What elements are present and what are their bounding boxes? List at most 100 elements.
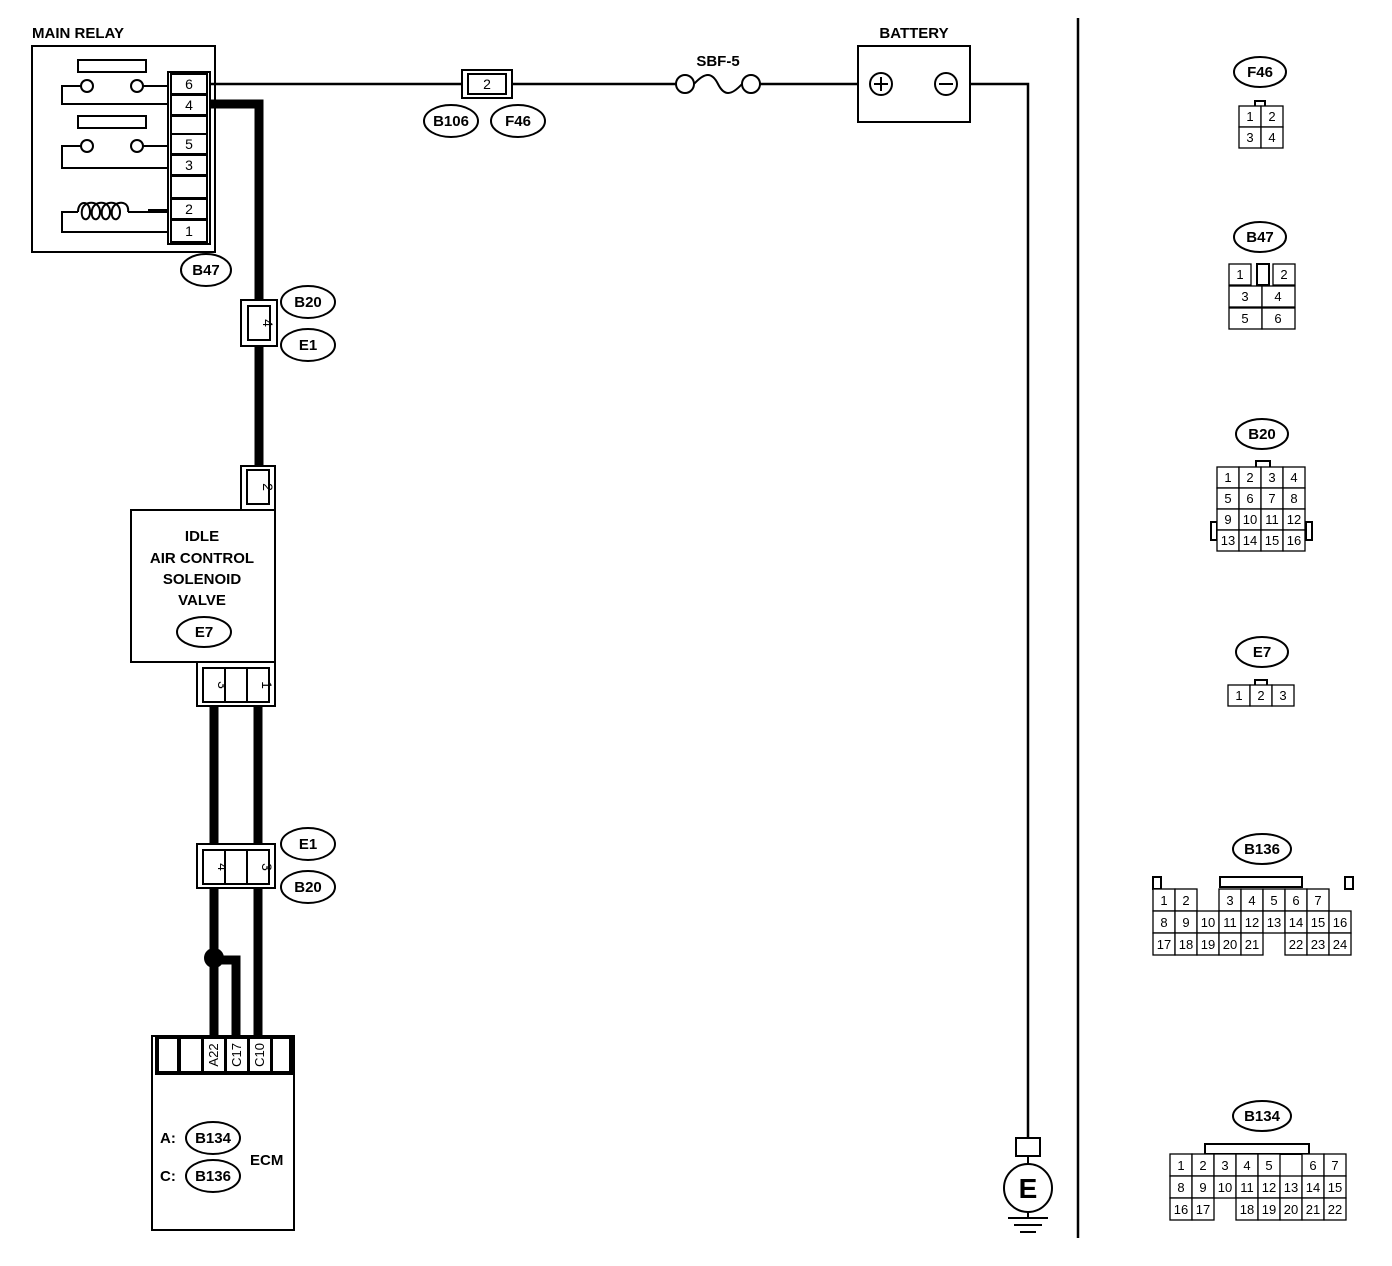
ecm-connector-a-prefix: A: xyxy=(160,1130,176,1147)
legend-pin-label: 3 xyxy=(1221,1158,1228,1173)
legend-pin-label: 16 xyxy=(1287,533,1301,548)
relay-pin xyxy=(170,115,208,135)
battery-minus-icon xyxy=(934,72,958,96)
legend-pin xyxy=(1261,307,1296,330)
legend-tag xyxy=(1232,833,1292,865)
legend-lock-tab xyxy=(1256,263,1270,286)
wire-battery-to-ground xyxy=(970,82,1030,1138)
legend-tag xyxy=(1233,56,1287,88)
main-relay-title: MAIN RELAY xyxy=(32,25,124,42)
ground-e: E xyxy=(1003,1137,1053,1233)
fuse-terminal xyxy=(675,74,695,94)
connector-tag-b20 xyxy=(280,285,336,319)
ecm-pin-label: A22 xyxy=(206,1043,221,1066)
inline-connector-pin-label: 3 xyxy=(259,863,275,871)
legend-pin-label: 18 xyxy=(1240,1202,1254,1217)
main-relay: MAIN RELAY 6 4 5 3 2 1 B47 xyxy=(31,25,232,287)
legend-b47: B47 1 2 3 4 5 6 xyxy=(1228,221,1296,330)
legend-pin-label: 19 xyxy=(1262,1202,1276,1217)
relay-pin-label: 4 xyxy=(185,97,193,113)
relay-pin xyxy=(170,175,208,199)
relay-pin-label: 5 xyxy=(185,136,193,152)
legend-side-latch xyxy=(1305,521,1313,541)
legend-pin-label: 4 xyxy=(1274,289,1281,304)
ground-label: E xyxy=(1019,1173,1038,1204)
legend-pin-label: 13 xyxy=(1267,915,1281,930)
iacv-top-pin xyxy=(246,469,270,505)
iacv-bottom-pin xyxy=(224,667,248,703)
legend-pin-label: 14 xyxy=(1306,1180,1320,1195)
iacv-title-line: VALVE xyxy=(178,592,226,609)
legend-pin-grid: 1 2 3 4 5 6 xyxy=(1228,263,1296,330)
fuse-terminal xyxy=(741,74,761,94)
legend-pin-label: 10 xyxy=(1201,915,1215,930)
legend-pin-label: 13 xyxy=(1221,533,1235,548)
legend-tag-label: B47 xyxy=(1246,229,1274,246)
legend-pin-label: 4 xyxy=(1268,130,1275,145)
legend-pin-label: 8 xyxy=(1177,1180,1184,1195)
connector-tag-b134 xyxy=(185,1121,241,1155)
connector-tag-e1 xyxy=(280,827,336,861)
iacv-bottom-pin-label: 1 xyxy=(259,681,275,689)
ground-terminal xyxy=(1015,1137,1041,1157)
legend-lock-tab xyxy=(1204,1143,1310,1155)
battery-title: BATTERY xyxy=(879,25,948,42)
inline-connector-pin-label: 4 xyxy=(260,319,276,327)
fuse-sbf5: SBF-5 xyxy=(675,53,761,94)
relay-contact-bar xyxy=(77,59,147,73)
relay-contact-bar xyxy=(77,115,147,129)
legend-pin-label: 5 xyxy=(1265,1158,1272,1173)
legend-pin-label: 1 xyxy=(1177,1158,1184,1173)
iacv-title-line: SOLENOID xyxy=(163,571,242,588)
legend-pin-label: 19 xyxy=(1201,937,1215,952)
legend-side-latch xyxy=(1152,876,1162,890)
harness-relay-to-b20 xyxy=(210,99,264,302)
legend-pin-label: 11 xyxy=(1240,1180,1254,1195)
legend-pin-label: 9 xyxy=(1182,915,1189,930)
inline-connector-pin-label: 4 xyxy=(215,863,231,871)
legend-tag-label: B20 xyxy=(1248,426,1276,443)
relay-coil-icon xyxy=(77,201,170,221)
connector-tag-label: B20 xyxy=(294,294,322,311)
connector-tag-b20 xyxy=(280,870,336,904)
inline-connector-pin xyxy=(246,849,270,885)
ecm-pin xyxy=(179,1037,203,1073)
ecm-pin xyxy=(157,1037,179,1073)
legend-tag xyxy=(1235,418,1289,450)
legend-pin-label: 3 xyxy=(1268,470,1275,485)
inline-connector-b20-upper: 4 B20 E1 xyxy=(240,285,336,362)
legend-pin-label: 3 xyxy=(1246,130,1253,145)
legend-pin-label: 12 xyxy=(1245,915,1259,930)
legend-pin-label: 5 xyxy=(1241,311,1248,326)
connector-tag-label: B20 xyxy=(294,879,322,896)
legend-side-latch xyxy=(1210,521,1218,541)
legend-pin-label: 4 xyxy=(1248,893,1255,908)
legend-tag xyxy=(1235,636,1289,668)
legend-pin-label: 1 xyxy=(1160,893,1167,908)
iacv-bottom-pin-label: 3 xyxy=(215,681,231,689)
legend-pin-label: 1 xyxy=(1224,470,1231,485)
ecm-connector-c-prefix: C: xyxy=(160,1168,176,1185)
legend-pin xyxy=(1260,126,1284,149)
legend-pin-label: 10 xyxy=(1218,1180,1232,1195)
ecm-pin-label: C17 xyxy=(229,1043,244,1067)
legend-pin xyxy=(1282,529,1306,552)
iacv-top-pin-label: 2 xyxy=(260,483,276,491)
connector-tag-label: B134 xyxy=(195,1130,232,1147)
connector-tag-label: B47 xyxy=(192,262,220,279)
legend-pin-label: 15 xyxy=(1328,1180,1342,1195)
legend-pin xyxy=(1261,285,1296,308)
relay-pin-label: 6 xyxy=(185,76,193,92)
idle-air-control-solenoid-valve: 2 IDLE AIR CONTROL SOLENOID VALVE E7 3 1 xyxy=(130,465,276,707)
legend-pin xyxy=(1323,1197,1347,1221)
ecm-pin-label: C10 xyxy=(252,1043,267,1067)
legend-tag xyxy=(1233,221,1287,253)
legend-pin-label: 11 xyxy=(1223,915,1237,930)
legend-pin-label: 11 xyxy=(1265,512,1279,527)
ecm-title: ECM xyxy=(250,1152,283,1169)
connector-tag-label: E1 xyxy=(299,836,317,853)
